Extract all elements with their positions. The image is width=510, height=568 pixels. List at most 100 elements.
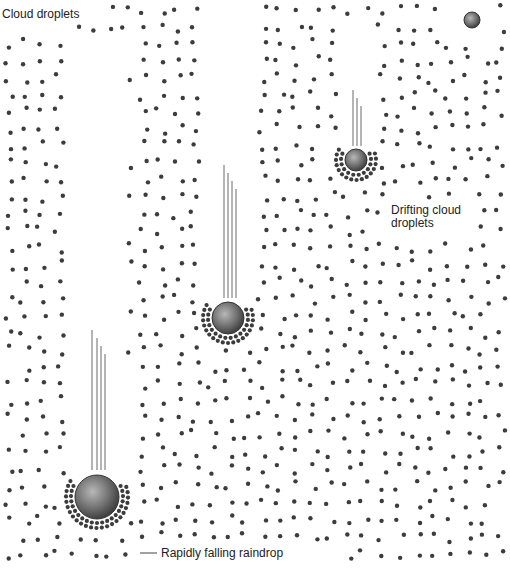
- cloud-droplet: [121, 494, 125, 498]
- cloud-droplet: [337, 148, 341, 152]
- cloud-droplet: [400, 58, 404, 62]
- cloud-droplet: [18, 331, 22, 335]
- leader-line: [140, 553, 157, 554]
- cloud-droplet: [346, 171, 350, 175]
- cloud-droplet: [94, 554, 98, 558]
- cloud-droplet: [478, 312, 482, 316]
- cloud-droplet: [274, 6, 278, 10]
- cloud-droplet: [194, 195, 198, 199]
- cloud-droplet: [277, 432, 281, 436]
- cloud-droplet: [202, 308, 206, 312]
- cloud-droplet: [40, 80, 44, 84]
- cloud-droplet: [44, 449, 48, 453]
- cloud-droplet: [230, 455, 234, 459]
- cloud-droplet: [177, 462, 181, 466]
- cloud-droplet: [435, 40, 439, 44]
- cloud-droplet: [40, 199, 44, 203]
- cloud-droplet: [79, 521, 83, 525]
- cloud-droplet: [342, 482, 346, 486]
- cloud-droplet: [331, 5, 335, 9]
- cloud-droplet: [57, 521, 61, 525]
- cloud-droplet: [309, 284, 313, 288]
- cloud-droplet: [410, 435, 414, 439]
- cloud-droplet: [486, 61, 490, 65]
- cloud-droplet: [428, 294, 432, 298]
- cloud-droplet: [176, 29, 180, 33]
- cloud-droplet: [393, 179, 397, 183]
- cloud-droplet: [276, 488, 280, 492]
- cloud-droplet: [363, 318, 367, 322]
- cloud-droplet: [411, 162, 415, 166]
- cloud-droplet: [295, 227, 299, 231]
- cloud-droplet: [310, 412, 314, 416]
- cloud-droplet: [494, 60, 498, 64]
- cloud-droplet: [161, 60, 165, 64]
- cloud-droplet: [37, 213, 41, 217]
- cloud-droplet: [448, 328, 452, 332]
- cloud-droplet: [120, 539, 124, 543]
- cloud-droplet: [495, 89, 499, 93]
- cloud-droplet: [264, 5, 268, 9]
- fall-streak: [101, 346, 102, 470]
- cloud-droplet: [478, 399, 482, 403]
- cloud-droplet: [469, 247, 473, 251]
- cloud-droplet: [75, 518, 79, 522]
- cloud-droplet: [181, 179, 185, 183]
- cloud-droplet: [173, 112, 177, 116]
- cloud-droplet: [443, 467, 447, 471]
- cloud-droplet: [275, 414, 279, 418]
- cloud-droplet: [42, 349, 46, 353]
- cloud-droplet: [259, 326, 263, 330]
- cloud-droplet: [447, 191, 451, 195]
- cloud-droplet: [486, 484, 490, 488]
- cloud-droplet: [274, 147, 278, 151]
- cloud-droplet: [282, 197, 286, 201]
- cloud-droplet: [191, 283, 195, 287]
- cloud-droplet: [466, 124, 470, 128]
- cloud-droplet: [278, 42, 282, 46]
- cloud-droplet: [469, 156, 473, 160]
- cloud-droplet: [324, 397, 328, 401]
- cloud-droplet: [21, 538, 25, 542]
- cloud-droplet: [40, 93, 44, 97]
- fall-streak: [236, 189, 237, 298]
- callout-label: Rapidly falling raindrop: [160, 547, 332, 560]
- cloud-droplet: [76, 513, 80, 517]
- cloud-droplet: [446, 298, 450, 302]
- cloud-droplet: [334, 158, 338, 162]
- cloud-droplet: [276, 28, 280, 32]
- cloud-droplet: [328, 176, 332, 180]
- cloud-droplet: [85, 519, 89, 523]
- cloud-droplet: [292, 267, 296, 271]
- cloud-droplet: [54, 164, 58, 168]
- cloud-droplet: [495, 364, 499, 368]
- cloud-droplet: [139, 11, 143, 15]
- cloud-droplet: [477, 192, 481, 196]
- cloud-droplet: [446, 177, 450, 181]
- cloud-droplet: [317, 7, 321, 11]
- cloud-droplet: [311, 213, 315, 217]
- cloud-droplet: [161, 267, 165, 271]
- cloud-droplet: [118, 484, 122, 488]
- cloud-droplet: [141, 298, 145, 302]
- cloud-droplet: [120, 489, 124, 493]
- cloud-droplet: [265, 198, 269, 202]
- cloud-droplet: [279, 446, 283, 450]
- cloud-droplet: [144, 109, 148, 113]
- cloud-droplet: [503, 428, 507, 432]
- cloud-droplet: [141, 436, 145, 440]
- cloud-droplet: [396, 263, 400, 267]
- cloud-droplet: [207, 323, 211, 327]
- cloud-droplet: [496, 413, 500, 417]
- cloud-droplet: [397, 414, 401, 418]
- cloud-droplet: [485, 174, 489, 178]
- cloud-droplet: [137, 280, 141, 284]
- cloud-droplet: [280, 377, 284, 381]
- cloud-droplet: [348, 244, 352, 248]
- cloud-droplet: [293, 471, 297, 475]
- cloud-droplet: [294, 8, 298, 12]
- cloud-droplet: [84, 524, 88, 528]
- cloud-droplet: [192, 178, 196, 182]
- cloud-droplet: [447, 540, 451, 544]
- cloud-droplet: [180, 227, 184, 231]
